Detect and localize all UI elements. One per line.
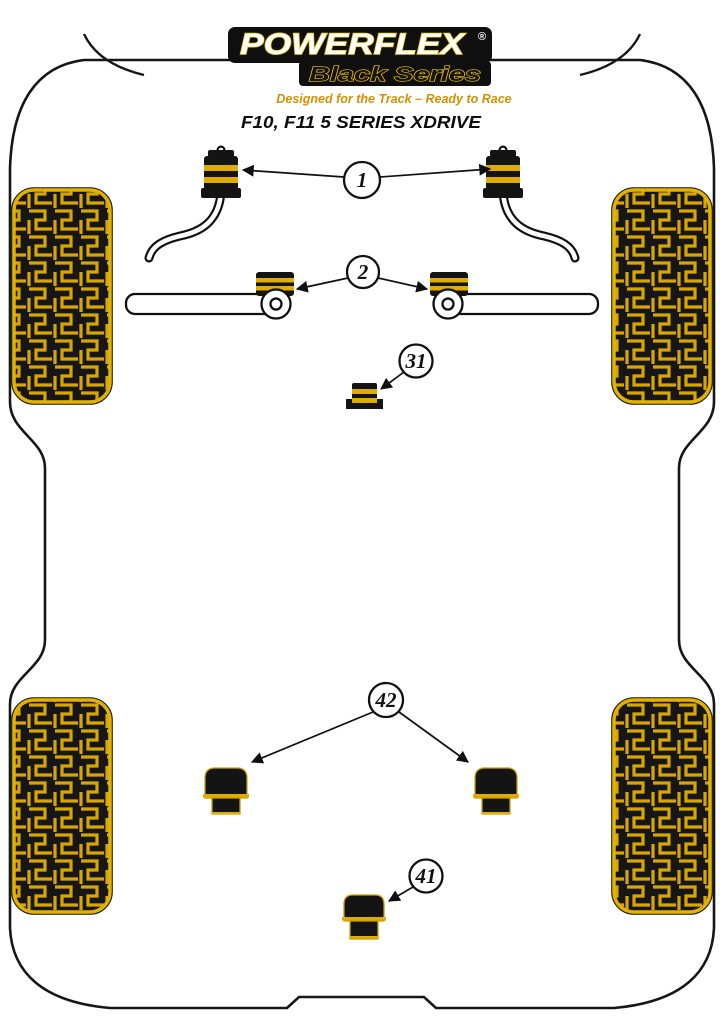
callout-1-circle[interactable]: [342, 160, 382, 200]
tire-rear-right: [611, 697, 713, 915]
callout-1-arrow-left: [241, 164, 345, 178]
callout-41[interactable]: 41: [387, 858, 444, 902]
tire-front-left: [11, 187, 113, 405]
callout-1-label: 1: [357, 168, 368, 192]
callout-42[interactable]: 42: [250, 681, 469, 764]
callout-41-arrow: [387, 886, 414, 902]
arb-bush-left: [201, 150, 241, 198]
callout-2-label: 2: [357, 260, 369, 284]
a-pillar-line-right: [579, 33, 642, 77]
black-series-text: Black Series: [309, 64, 481, 86]
brand-block: POWERFLEX ® Black Series Designed for th…: [228, 27, 512, 132]
callout-41-circle[interactable]: [408, 858, 444, 894]
bush-42-left: [203, 767, 249, 815]
tagline-text: Designed for the Track – Ready to Race: [276, 92, 511, 106]
black-series-banner: [299, 61, 491, 86]
control-arm-right: [430, 272, 600, 320]
callout-42-arrow-right: [398, 711, 469, 763]
callout-41-label: 41: [415, 864, 437, 888]
bush-31: [346, 383, 383, 409]
callout-2[interactable]: 2: [295, 254, 429, 293]
powerflex-logo-box: [228, 27, 492, 63]
bush-42-right: [473, 767, 519, 815]
tire-rear-left: [11, 697, 113, 915]
registered-mark: ®: [478, 31, 486, 43]
callout-31[interactable]: 31: [380, 343, 434, 390]
callout-1-arrow-right: [379, 163, 492, 178]
control-arm-left: [124, 272, 294, 320]
callout-2-circle[interactable]: [345, 254, 381, 290]
page-title: F10, F11 5 SERIES XDRIVE: [241, 112, 482, 132]
powerflex-logo-text: POWERFLEX: [240, 28, 466, 61]
callout-31-arrow: [380, 371, 405, 390]
bush-41: [342, 894, 386, 940]
chassis-outline: [8, 58, 716, 1010]
callout-31-circle[interactable]: [398, 343, 434, 379]
callout-42-label: 42: [375, 688, 398, 712]
callout-31-label: 31: [405, 349, 427, 373]
callout-1[interactable]: 1: [241, 160, 492, 200]
tire-front-right: [611, 187, 713, 405]
callout-2-arrow-left: [295, 277, 349, 293]
arb-bush-right: [483, 150, 523, 198]
callout-2-arrow-right: [377, 277, 429, 293]
a-pillar-line-left: [82, 33, 145, 77]
callout-42-circle[interactable]: [367, 681, 405, 719]
callout-42-arrow-left: [250, 711, 374, 764]
